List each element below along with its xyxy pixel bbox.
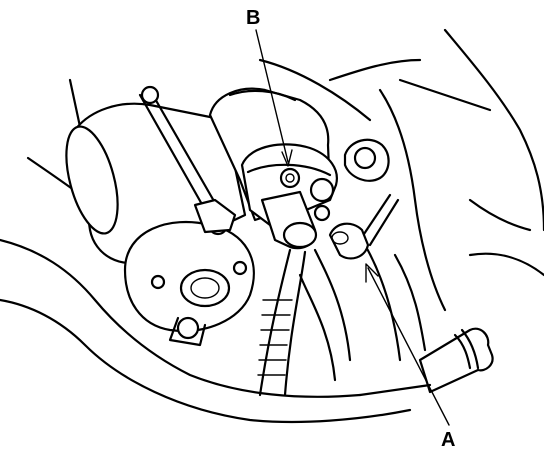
engine-bay-outline xyxy=(0,28,544,424)
starter-motor xyxy=(65,85,255,347)
leader-lines xyxy=(255,29,450,426)
terminal-b xyxy=(279,167,301,189)
solenoid xyxy=(208,87,338,250)
wiring-harness xyxy=(257,248,352,397)
callout-label-b: B xyxy=(246,7,260,29)
connector-a xyxy=(328,138,400,260)
pipe xyxy=(358,327,494,397)
callout-label-a: A xyxy=(441,429,455,451)
